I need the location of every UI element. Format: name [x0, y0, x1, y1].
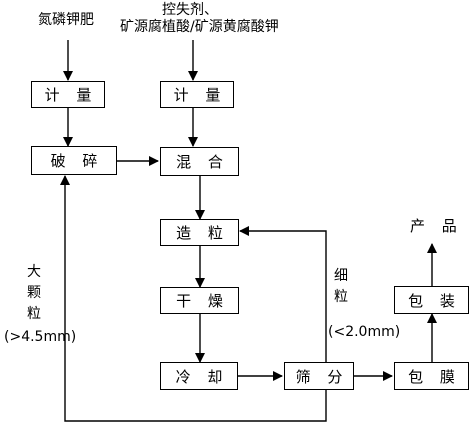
large-particles-char-3: 粒	[27, 306, 41, 322]
coat-box: 包 膜	[394, 362, 469, 390]
fine-particles-size-label: (<2.0mm)	[328, 324, 401, 340]
product-label: 产 品	[410, 217, 463, 235]
input-additive-label-line2: 矿源腐植酸/矿源黄腐酸钾	[120, 19, 279, 35]
large-particles-size-label: (>4.5mm)	[4, 329, 77, 345]
mix-box: 混 合	[160, 147, 239, 176]
input-additive-label-line1: 控失剂、	[162, 2, 218, 18]
cool-box: 冷 却	[160, 362, 238, 390]
dry-box: 干 燥	[160, 287, 239, 314]
pack-box: 包 装	[394, 286, 469, 314]
fine-particles-label: 细 粒	[329, 266, 353, 308]
granulate-box: 造 粒	[160, 219, 239, 246]
meter-left-box: 计 量	[31, 81, 105, 108]
large-particles-char-2: 颗	[27, 285, 41, 301]
arrow-screen-fines-to-granulate	[239, 226, 327, 362]
input-npk-fertilizer-label: 氮磷钾肥	[38, 12, 94, 28]
fine-particles-char-2: 粒	[334, 289, 348, 305]
crush-box: 破 碎	[31, 146, 117, 175]
arrow-screen-large-to-crush	[60, 175, 327, 422]
large-particles-char-1: 大	[27, 264, 41, 280]
meter-right-box: 计 量	[160, 81, 234, 108]
large-particles-label: 大 颗 粒	[22, 262, 46, 325]
fine-particles-char-1: 细	[334, 268, 348, 284]
screen-box: 筛 分	[284, 362, 354, 390]
